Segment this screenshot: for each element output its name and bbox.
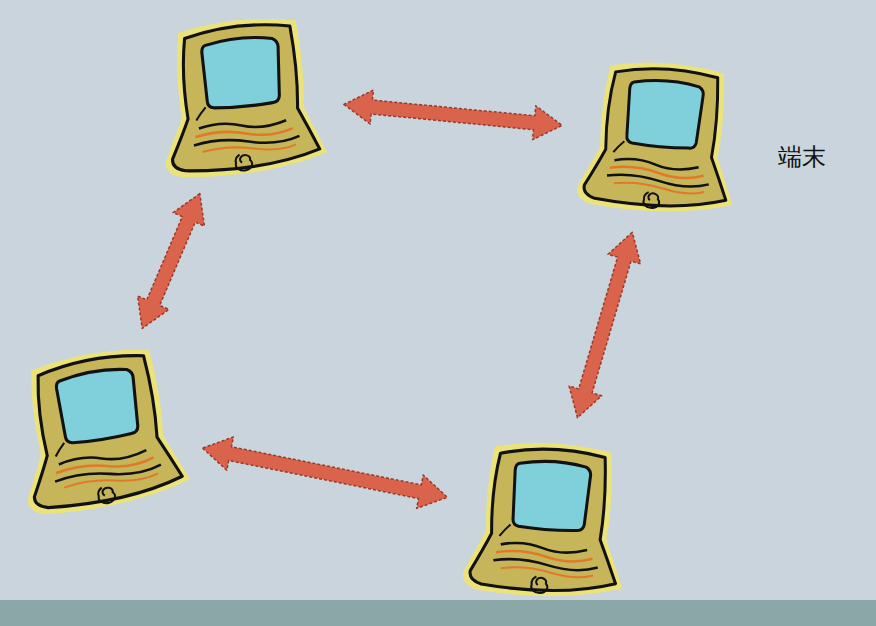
terminal-node xyxy=(465,435,631,600)
laptop-illustration xyxy=(580,55,742,215)
terminal-node xyxy=(15,345,185,510)
terminal-node xyxy=(158,12,326,177)
double-arrow xyxy=(138,194,205,329)
double-arrow xyxy=(203,437,448,508)
footer-band xyxy=(0,600,876,626)
double-arrow xyxy=(344,90,562,140)
double-arrow xyxy=(569,232,641,417)
node-label: 端末 xyxy=(778,141,826,173)
laptop-illustration xyxy=(15,345,185,510)
laptop-illustration xyxy=(158,12,326,177)
laptop-illustration xyxy=(465,435,631,600)
terminal-node: 端末 xyxy=(580,55,742,215)
